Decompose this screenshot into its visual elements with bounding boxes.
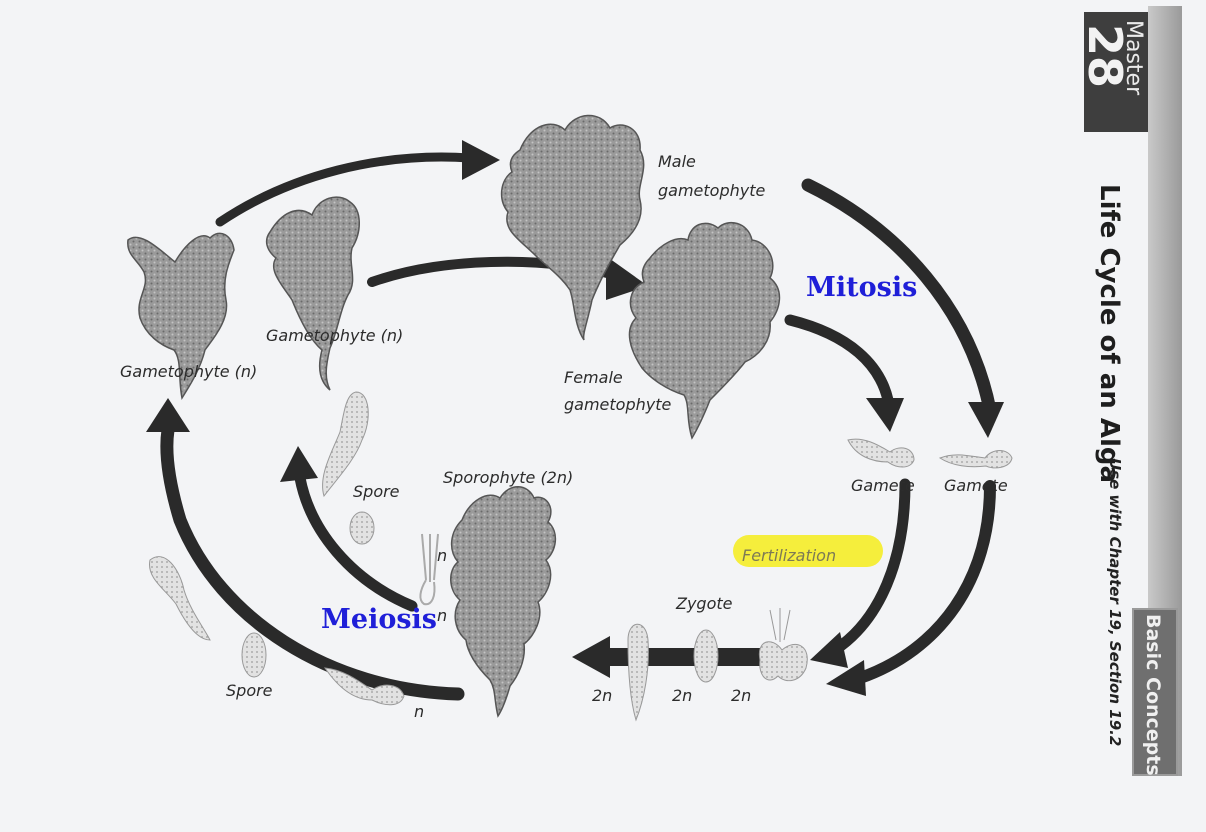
cell-2n-a [694, 630, 718, 682]
spore-tall [323, 392, 369, 496]
gametophyte-right-label: Gametophyte (n) [266, 326, 403, 345]
gamete-label-2: Gamete [944, 476, 1008, 495]
chapter-note: Use with Chapter 19, Section 19.2 [1106, 458, 1124, 746]
spore-flagellate [420, 534, 438, 604]
spore-label-lower: Spore [226, 681, 273, 700]
fertilization-label: Fertilization [742, 546, 836, 565]
zygote-shape [759, 608, 807, 681]
two-n-label-2: 2n [672, 686, 692, 705]
arrow-male-to-gamete [808, 185, 1004, 438]
two-n-label-1: 2n [592, 686, 612, 705]
n-label-upper: n [437, 546, 447, 565]
meiosis-label: Meiosis [321, 604, 437, 635]
sporophyte-plant [451, 487, 556, 716]
spore-label-upper: Spore [353, 482, 400, 501]
arrow-zygote-to-sporophyte [572, 636, 765, 678]
cell-2n-tall [628, 624, 648, 720]
basic-concepts-label: Basic Concepts [1142, 614, 1164, 776]
gamete-left-shape [848, 439, 914, 467]
male-gametophyte-label-1: Male [658, 152, 696, 171]
page-title: Life Cycle of an Alga [1094, 184, 1124, 483]
spore-oval-1 [350, 512, 374, 544]
two-n-label-3: 2n [731, 686, 751, 705]
mitosis-label: Mitosis [806, 272, 917, 303]
n-label-middle: n [437, 606, 447, 625]
gametophyte-right-plant [267, 197, 360, 390]
spore-oval-2 [242, 633, 266, 677]
master-number: 28 [1082, 24, 1128, 88]
female-gametophyte-label-1: Female [564, 368, 623, 387]
gametophyte-left-label: Gametophyte (n) [120, 362, 257, 381]
arrow-meiosis-outer [146, 398, 458, 694]
gamete-right-shape [940, 451, 1012, 468]
male-gametophyte-plant [502, 115, 644, 340]
gamete-label-1: Gamete [851, 476, 915, 495]
arrow-to-male-gametophyte [220, 140, 500, 222]
sporophyte-label: Sporophyte (2n) [443, 468, 573, 487]
male-gametophyte-label-2: gametophyte [658, 181, 765, 200]
arrow-gamete-to-zygote-1 [810, 484, 905, 668]
zygote-label: Zygote [676, 594, 733, 613]
arrow-female-to-gamete [790, 320, 904, 432]
n-label-lower: n [414, 702, 424, 721]
female-gametophyte-label-2: gametophyte [564, 395, 671, 414]
arrow-meiosis-inner [280, 446, 412, 606]
